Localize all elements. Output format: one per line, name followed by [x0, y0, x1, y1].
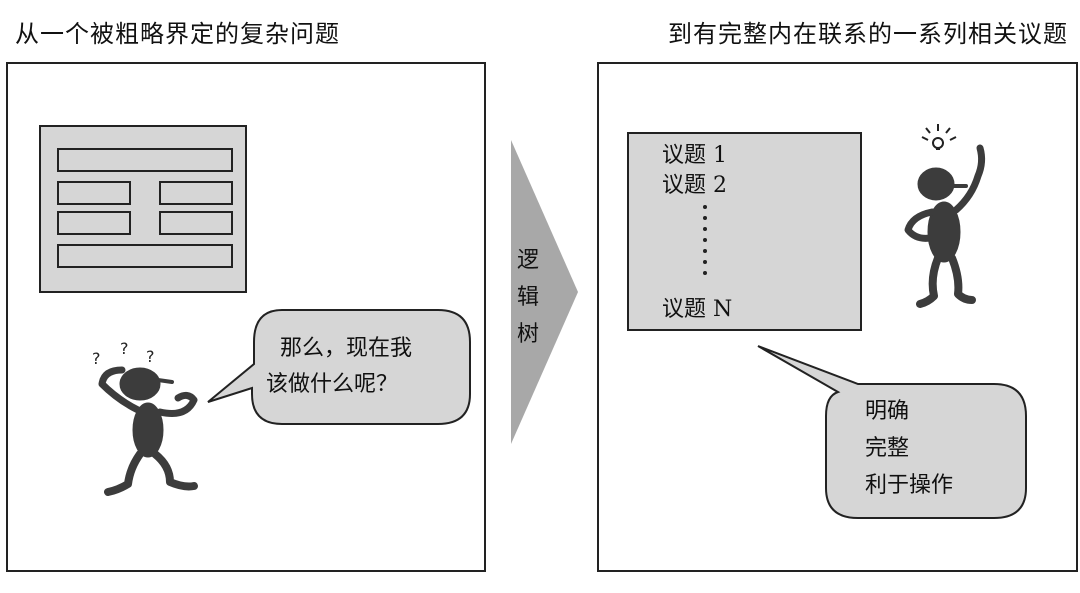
lightbulb-icon: [921, 124, 957, 150]
question-marks: ? ? ?: [92, 339, 155, 368]
answer-bubble-line-3: 利于操作: [865, 473, 954, 498]
issue-list-box: [627, 132, 862, 331]
document-icon: [39, 125, 247, 293]
question-bubble-line-1: 那么，现在我: [280, 336, 413, 361]
confused-person-icon: [98, 366, 198, 496]
ellipsis-dots: [700, 205, 710, 282]
question-speech-bubble: [207, 309, 471, 425]
left-caption: 从一个被粗略界定的复杂问题: [15, 20, 340, 48]
answer-speech-bubble: [757, 345, 1027, 519]
question-mark-3: ?: [146, 347, 155, 366]
arrow-label: 逻辑树: [516, 248, 539, 347]
logic-tree-arrow: [511, 140, 578, 444]
answer-bubble-line-1: 明确: [865, 399, 910, 424]
question-mark-2: ?: [120, 339, 129, 358]
idea-person-icon: [904, 144, 986, 308]
issue-item-1: 议题 1: [662, 143, 727, 168]
issue-item-n: 议题 N: [662, 297, 733, 322]
answer-bubble-line-2: 完整: [865, 436, 910, 461]
question-mark-1: ?: [92, 349, 101, 368]
question-bubble-line-2: 该做什么呢？: [266, 372, 399, 397]
right-caption: 到有完整内在联系的一系列相关议题: [668, 20, 1068, 48]
issue-item-2: 议题 2: [662, 173, 727, 198]
